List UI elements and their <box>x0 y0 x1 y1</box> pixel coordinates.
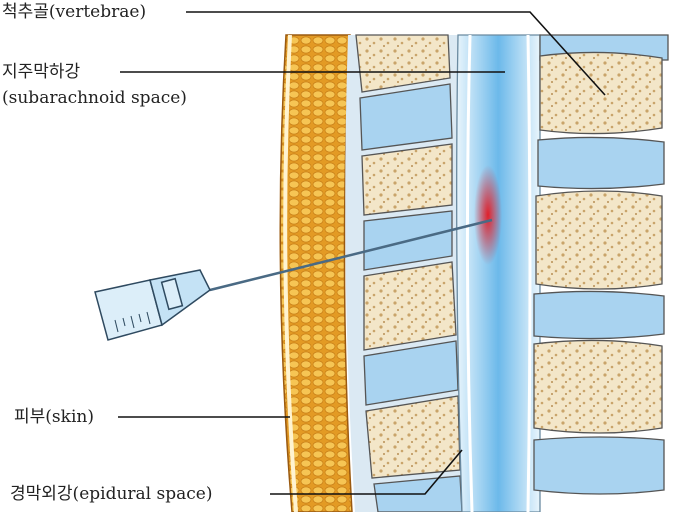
label-vertebrae: 척추골(vertebrae) <box>2 2 147 22</box>
posterior-vertebrae-column <box>345 34 470 512</box>
label-epidural: 경막외강(epidural space) <box>10 484 213 504</box>
syringe <box>94 218 493 341</box>
label-subarachnoid-en: (subarachnoid space) <box>2 88 187 108</box>
leader-lines <box>118 11 606 495</box>
needle <box>209 218 493 292</box>
skin-layer <box>279 34 353 512</box>
spinal-canal <box>456 34 541 512</box>
anterior-vertebrae-column <box>533 34 669 495</box>
label-subarachnoid-ko: 지주막하강 <box>2 62 81 82</box>
injection-site <box>474 165 502 265</box>
label-skin: 피부(skin) <box>14 407 94 427</box>
